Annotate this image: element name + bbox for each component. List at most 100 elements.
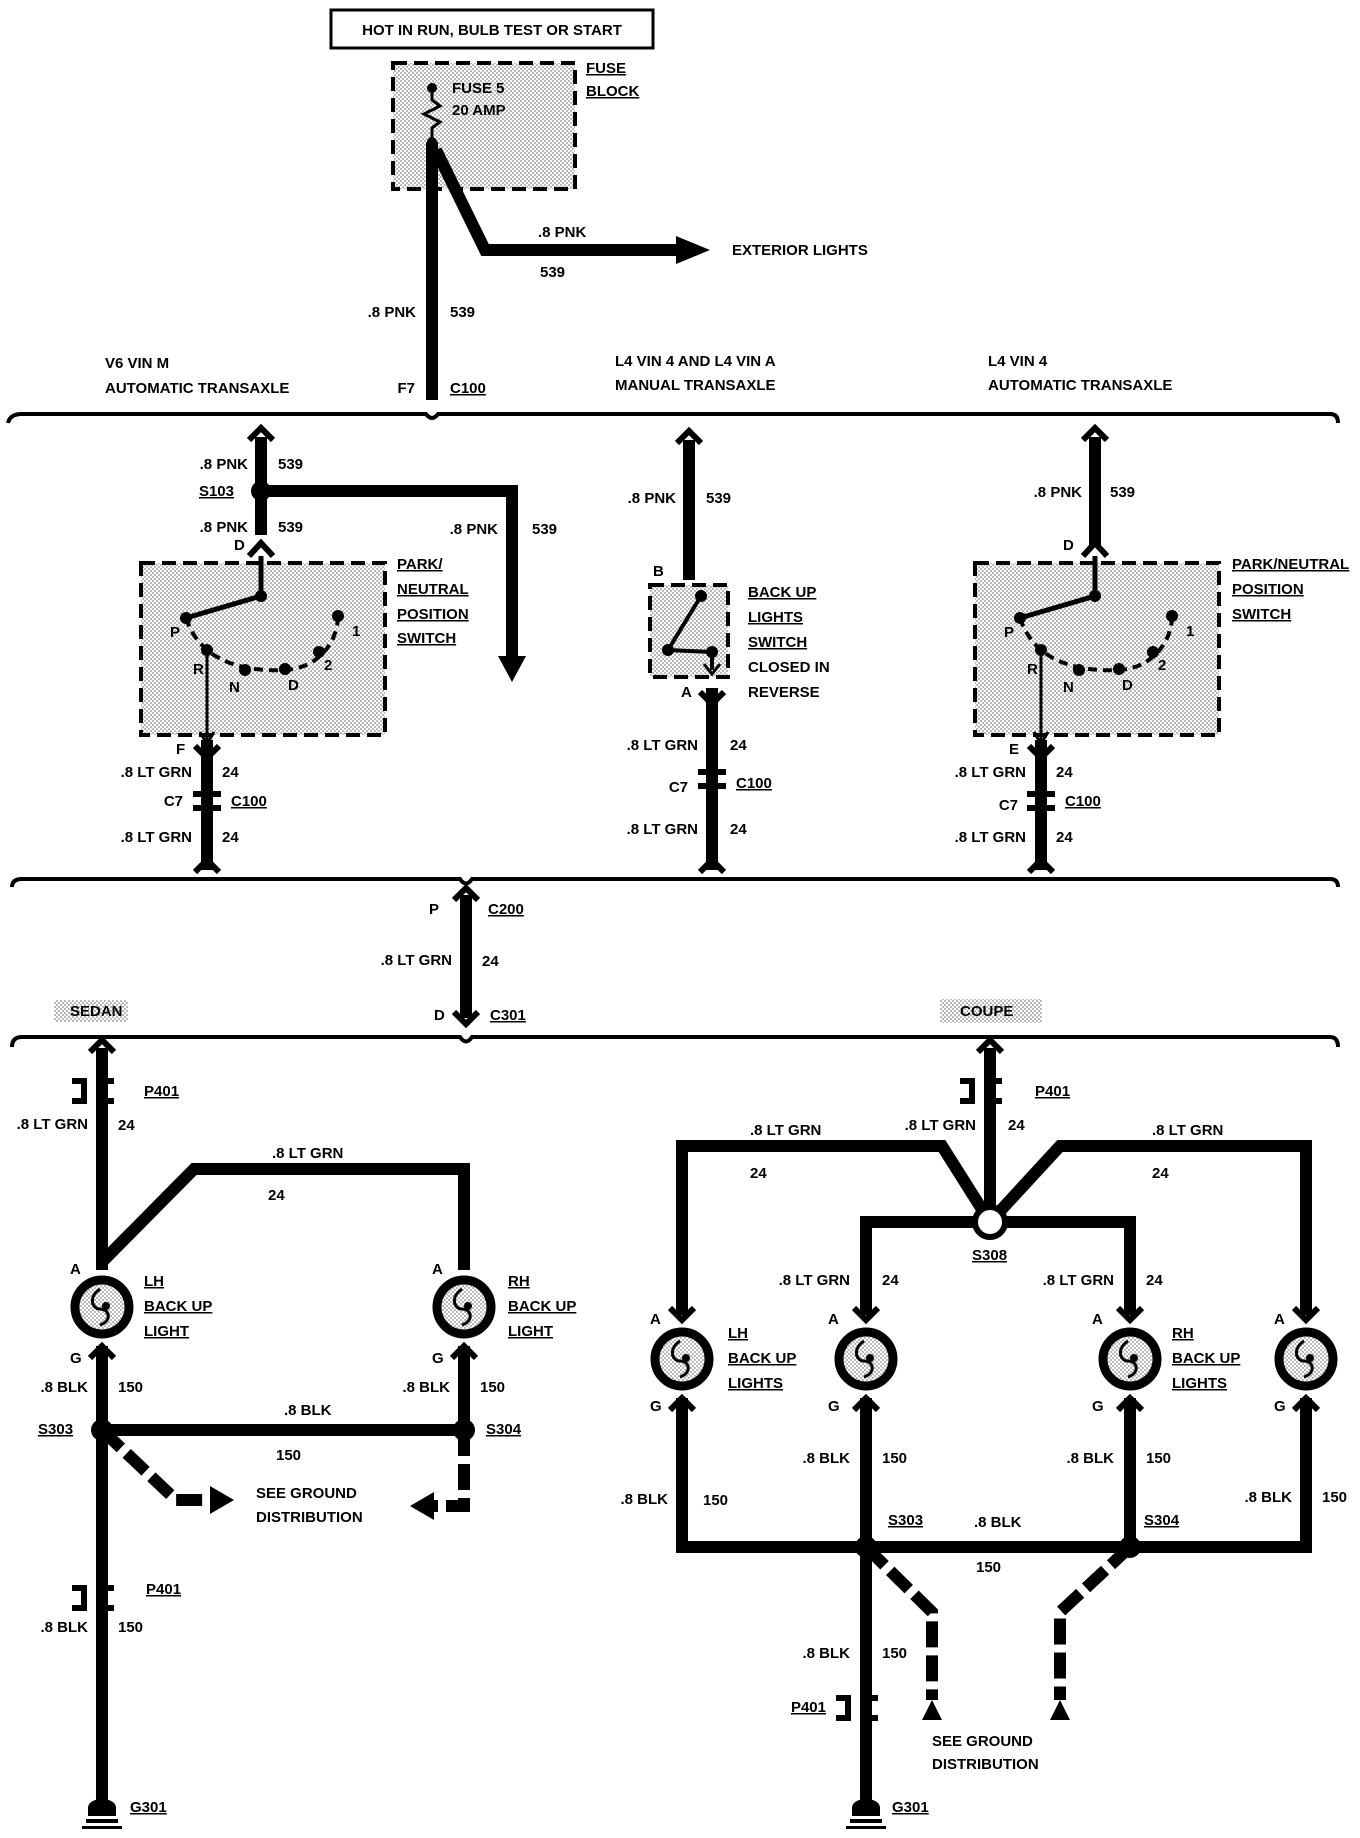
coupe-circuit: 24 (1008, 1117, 1025, 1134)
bus-line-2 (10, 877, 1340, 888)
coupe-lh-inner-bulb-icon (839, 1332, 893, 1386)
section-v6-line2: AUTOMATIC TRANSAXLE (105, 380, 289, 397)
sedan-bottom-circuit: 150 (118, 1619, 143, 1636)
v6-connector: C100 (231, 793, 267, 810)
l4auto-conn-pin: C7 (999, 797, 1018, 814)
l4auto-switch-label-1: PARK/NEUTRAL (1232, 556, 1349, 573)
coupe-rh-outer-pin-g: G (1274, 1398, 1286, 1415)
coupe-left-outer-wire: .8 LT GRN (750, 1122, 821, 1139)
coupe-rh-inner-bulb-icon (1103, 1332, 1157, 1386)
body-circuit: 24 (482, 953, 499, 970)
fuse-block-label-1: FUSE (586, 60, 626, 77)
coupe-see-ground-1: SEE GROUND (932, 1733, 1033, 1750)
v6-wire-b: .8 LT GRN (121, 829, 192, 846)
sedan-splice-circuit: 150 (276, 1447, 301, 1464)
sedan-conn2: P401 (146, 1581, 181, 1598)
coupe-left-outer-circuit: 24 (750, 1165, 767, 1182)
coupe-rh-outer-pin-a: A (1274, 1311, 1285, 1328)
sedan-rh-pin-a: A (432, 1261, 443, 1278)
body-conn-top: C200 (488, 901, 524, 918)
manual-wire-b: .8 LT GRN (627, 821, 698, 838)
body-pin-bot: D (434, 1007, 445, 1024)
coupe-rh-outer-gnd-wire: .8 BLK (1244, 1489, 1292, 1506)
sedan-conn: P401 (144, 1083, 179, 1100)
l4auto-connector: C100 (1065, 793, 1101, 810)
v6-wire-a: .8 LT GRN (121, 764, 192, 781)
l4auto-circuit-a: 24 (1056, 764, 1073, 781)
l4auto-pos-r: R (1027, 661, 1038, 678)
manual-switch-label-5: REVERSE (748, 684, 820, 701)
coupe-lh-outer-bulb-icon (655, 1332, 709, 1386)
coupe-right-inner-wire: .8 LT GRN (1043, 1272, 1114, 1289)
manual-wire-a: .8 LT GRN (627, 737, 698, 754)
coupe-rh-inner-pin-a: A (1092, 1311, 1103, 1328)
l4auto-circuit-b: 24 (1056, 829, 1073, 846)
sedan-rh-label-2: BACK UP (508, 1298, 576, 1315)
v6-circuit-in: 539 (278, 456, 303, 473)
power-source: HOT IN RUN, BULB TEST OR START (329, 8, 655, 50)
coupe-label: COUPE (960, 1003, 1013, 1020)
feed-connector-label: C100 (450, 380, 486, 397)
sedan-rh-label-3: LIGHT (508, 1323, 553, 1340)
manual-switch-label-1: BACK UP (748, 584, 816, 601)
body-wire: .8 LT GRN (381, 952, 452, 969)
manual-pin-in: B (653, 563, 664, 580)
l4auto-wire-in: .8 PNK (1034, 484, 1083, 501)
coupe-splice-circuit: 150 (976, 1559, 1001, 1576)
sedan-see-ground-2: DISTRIBUTION (256, 1509, 363, 1526)
coupe-lh-outer-gnd-circuit: 150 (703, 1492, 728, 1509)
l4auto-pos-2: 2 (1158, 657, 1166, 674)
sedan-bottom-wire: .8 BLK (40, 1619, 88, 1636)
coupe-right-outer-wire: .8 LT GRN (1152, 1122, 1223, 1139)
body-conn-bot: C301 (490, 1007, 526, 1024)
manual-section: .8 PNK 539 B BACK UP LIGHTS SWITCH CLOSE… (627, 426, 830, 875)
coupe-rh-inner-gnd-circuit: 150 (1146, 1450, 1171, 1467)
sedan-rh-pin-g: G (432, 1350, 444, 1367)
l4auto-pos-1: 1 (1186, 623, 1194, 640)
sedan-lh-label-1: LH (144, 1273, 164, 1290)
sedan-lh-pin-g: G (70, 1350, 82, 1367)
coupe-rh-inner-pin-g: G (1092, 1398, 1104, 1415)
v6-pos-d: D (288, 677, 299, 694)
sedan-see-ground-1: SEE GROUND (256, 1485, 357, 1502)
l4auto-pos-p: P (1004, 624, 1014, 641)
section-manual-line2: MANUAL TRANSAXLE (615, 377, 776, 394)
manual-circuit-b: 24 (730, 821, 747, 838)
coupe-splice-l: S303 (888, 1512, 923, 1529)
l4auto-section: .8 PNK 539 D P R N D 2 1 PARK/NEUTRAL PO… (955, 423, 1349, 875)
coupe-lh-inner-gnd-circuit: 150 (882, 1450, 907, 1467)
sedan-lh-gnd-circuit: 150 (118, 1379, 143, 1396)
l4auto-pos-d: D (1122, 677, 1133, 694)
power-title: HOT IN RUN, BULB TEST OR START (362, 22, 622, 39)
coupe-ground-icon (846, 1799, 886, 1829)
l4auto-switch-label-2: POSITION (1232, 581, 1304, 598)
coupe-section: COUPE P401 .8 LT GRN 24 S308 .8 LT GRN 2… (620, 999, 1347, 1829)
sedan-section: SEDAN P401 .8 LT GRN 24 .8 LT GRN 24 A G… (17, 1000, 576, 1829)
v6-wire-in: .8 PNK (200, 456, 249, 473)
body-pin-top: P (429, 901, 439, 918)
feed-circuit-label: 539 (450, 304, 475, 321)
v6-splice-label: S103 (199, 483, 234, 500)
sedan-splice-r: S304 (486, 1421, 522, 1438)
coupe-rh-outer-bulb-icon (1279, 1332, 1333, 1386)
coupe-lh-inner-gnd-wire: .8 BLK (802, 1450, 850, 1467)
sedan-rh-bulb-icon (437, 1280, 491, 1334)
sedan-ground-label: G301 (130, 1799, 167, 1816)
bus-line-1 (6, 412, 1340, 424)
sedan-wire: .8 LT GRN (17, 1116, 88, 1133)
v6-wire-sw: .8 PNK (200, 519, 249, 536)
manual-conn-pin: C7 (669, 779, 688, 796)
v6-wire-out: .8 PNK (450, 521, 499, 538)
sedan-lh-label-3: LIGHT (144, 1323, 189, 1340)
sedan-lh-bulb-icon (75, 1280, 129, 1334)
coupe-left-inner-circuit: 24 (882, 1272, 899, 1289)
coupe-bottom-wire: .8 BLK (802, 1645, 850, 1662)
l4auto-circuit-in: 539 (1110, 484, 1135, 501)
coupe-rh-label-1: RH (1172, 1325, 1194, 1342)
coupe-lh-outer-pin-g: G (650, 1398, 662, 1415)
coupe-right-outer-circuit: 24 (1152, 1165, 1169, 1182)
v6-circuit-b: 24 (222, 829, 239, 846)
l4auto-wire-a: .8 LT GRN (955, 764, 1026, 781)
sedan-rh-gnd-circuit: 150 (480, 1379, 505, 1396)
